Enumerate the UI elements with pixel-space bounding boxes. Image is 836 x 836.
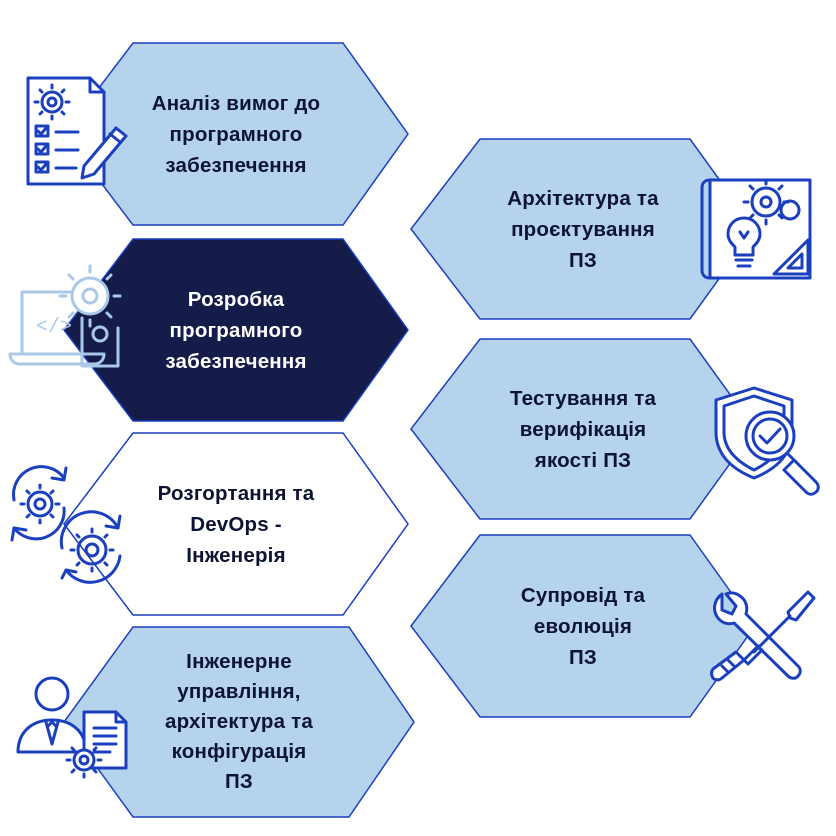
shield-magnifier-icon (712, 384, 830, 500)
hexagon-shape (63, 238, 409, 422)
node-architecture: Архітектура та проєктування ПЗ (410, 138, 756, 320)
node-label: Розгортання та DevOps - Інженерія (157, 481, 315, 567)
cycle-gears-icon (2, 462, 132, 584)
node-label: Розробка програмного забезпечення (165, 287, 307, 373)
node-label: Інженерне управління, архітектура та кон… (165, 650, 313, 793)
node-label: Аналіз вимог до програмного забезпечення (151, 91, 321, 177)
node-label: Архітектура та проєктування ПЗ (507, 186, 659, 272)
node-requirements: Аналіз вимог до програмного забезпечення (63, 42, 409, 226)
svg-text:</>: </> (36, 316, 72, 339)
blueprint-icon (700, 170, 822, 288)
node-testing: Тестування та верифікація якості ПЗ (410, 338, 756, 520)
node-development: Розробка програмного забезпечення (63, 238, 409, 422)
hexagon-shape (410, 138, 756, 320)
node-deployment: Розгортання та DevOps - Інженерія (63, 432, 409, 616)
node-label: Тестування та верифікація якості ПЗ (509, 386, 657, 472)
wrench-screwdriver-icon (708, 588, 820, 686)
hexagon-shape (410, 534, 756, 718)
checklist-icon (20, 72, 132, 192)
hexagon-shape (63, 432, 409, 616)
laptop-code-icon: </> (6, 262, 128, 374)
node-label: Супровід та еволюція ПЗ (520, 583, 646, 669)
person-document-icon (12, 672, 136, 780)
hexagon-shape (410, 338, 756, 520)
node-management: Інженерне управління, архітектура та кон… (63, 626, 415, 818)
node-maintenance: Супровід та еволюція ПЗ (410, 534, 756, 718)
